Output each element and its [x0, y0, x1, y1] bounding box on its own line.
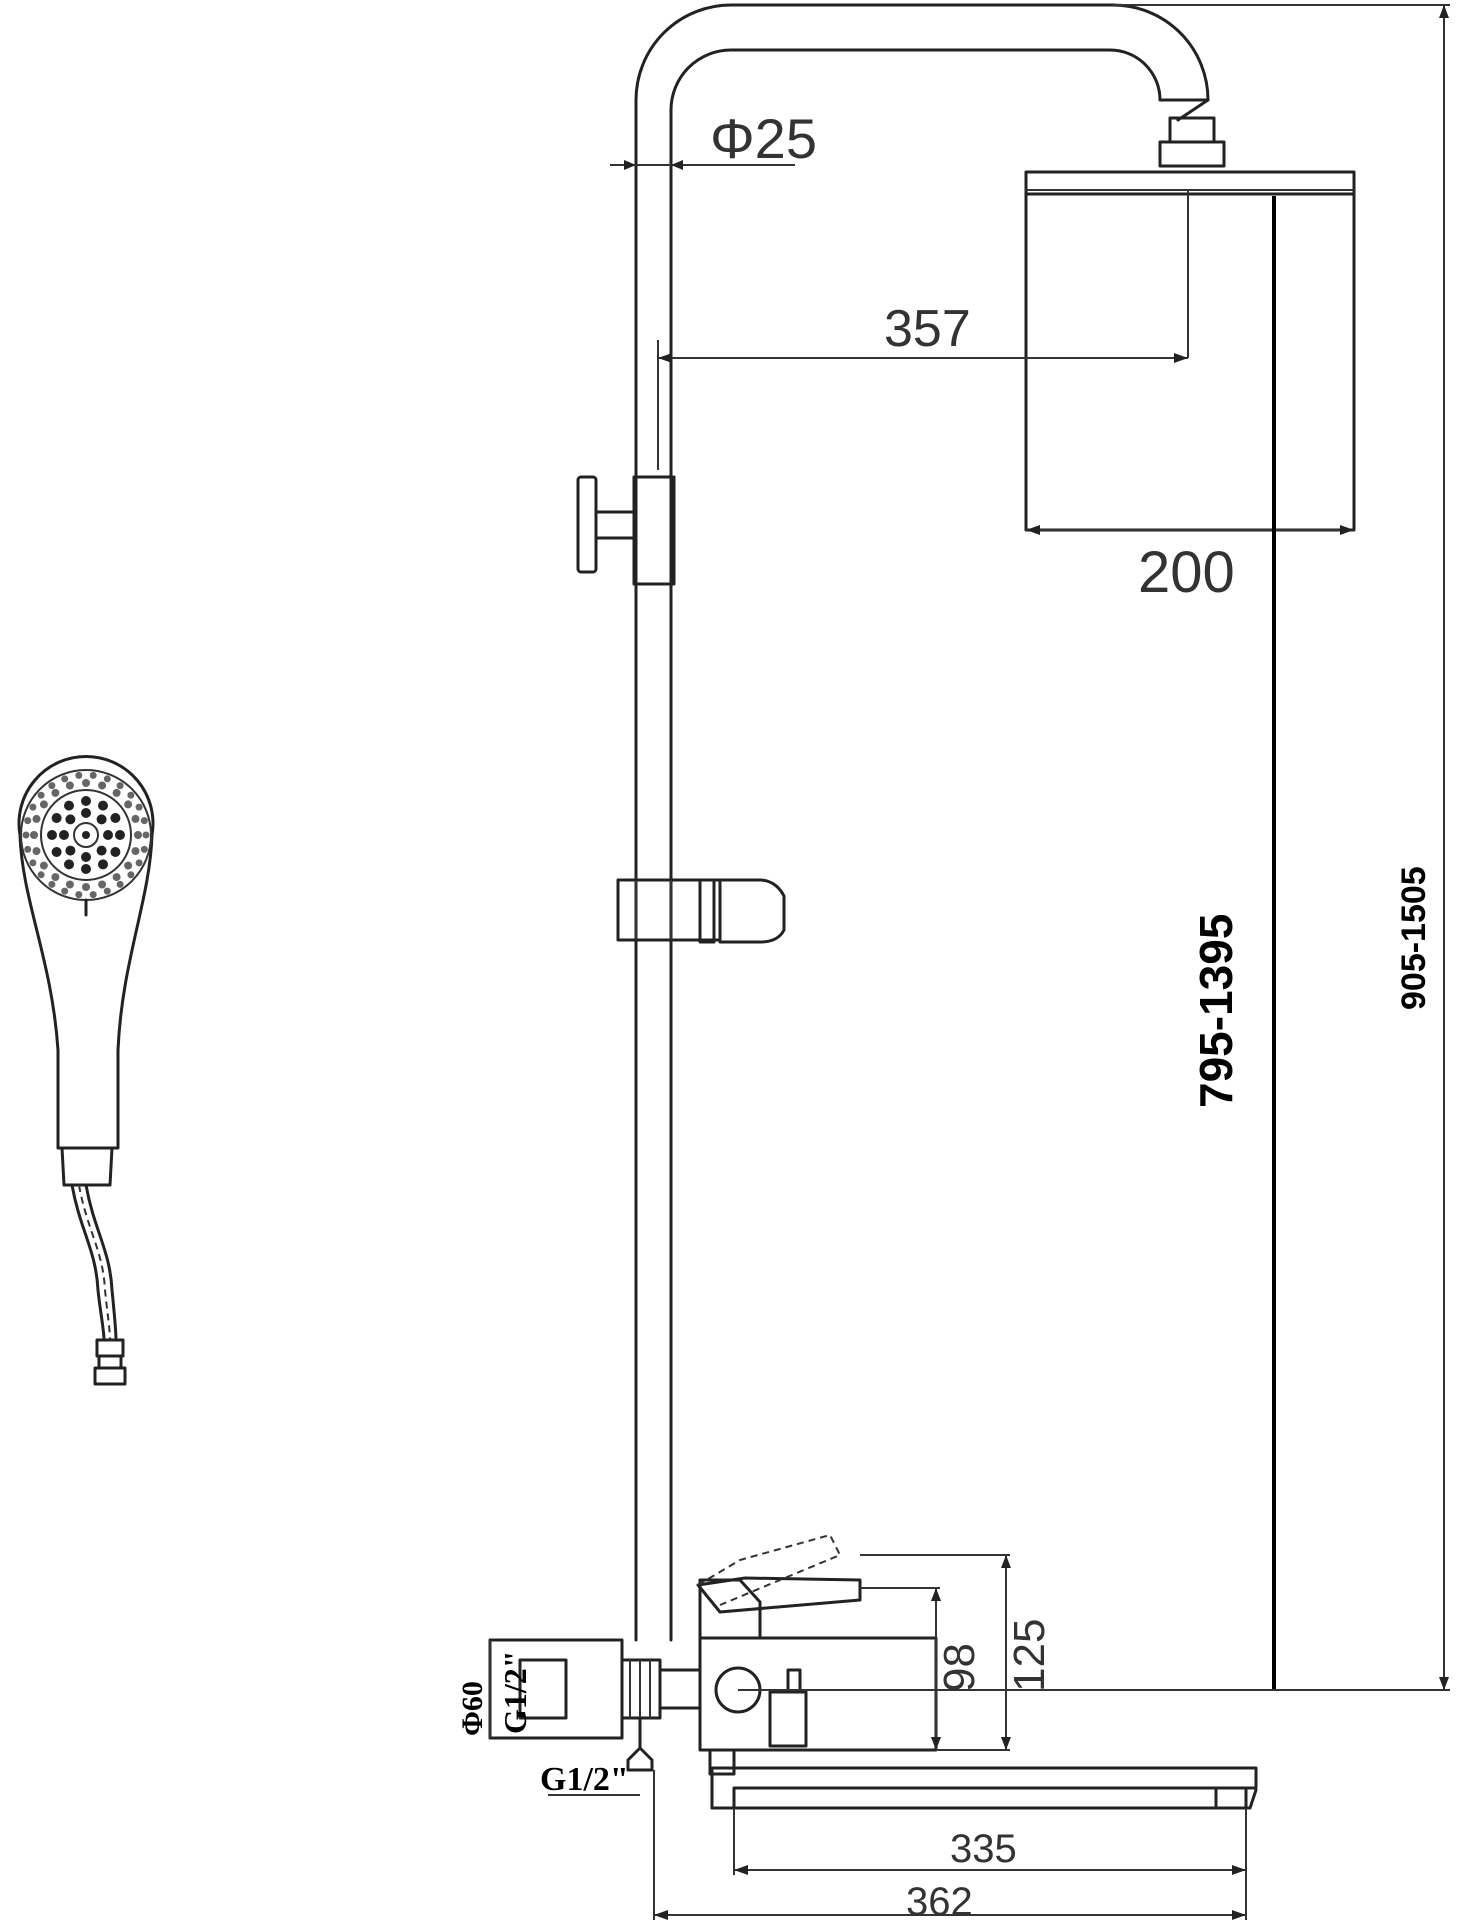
- spout-length-label: 335: [950, 1827, 1017, 1871]
- bottom-thread-label: G1/2": [540, 1761, 629, 1798]
- diverter-knob: [576, 475, 676, 586]
- nozzle-dot: [127, 791, 135, 799]
- nozzle-dot: [124, 861, 133, 870]
- rain-shower-head-icon: [1024, 170, 1356, 532]
- mixer-body-height-label: 98: [935, 1643, 984, 1692]
- mixer-handle-height-label: 125: [1005, 1619, 1054, 1692]
- nozzle-dot: [98, 781, 107, 790]
- nozzle-dot: [61, 887, 69, 895]
- nozzle-dot: [65, 845, 76, 856]
- nozzle-dot: [140, 817, 148, 825]
- nozzle-dot: [131, 814, 140, 823]
- nozzle-dot: [131, 847, 140, 856]
- nozzle-dot: [142, 831, 150, 839]
- dimension-lines: [489, 4, 1450, 1920]
- nozzle-dot: [103, 830, 113, 840]
- shower-arm-connector: [1158, 116, 1226, 168]
- nozzle-dot: [82, 883, 90, 891]
- total-height-label: 905-1505: [1395, 866, 1433, 1010]
- nozzle-dot: [32, 847, 41, 856]
- nozzle-dot: [134, 831, 142, 839]
- nozzle-dot: [115, 830, 125, 840]
- nozzle-dot: [135, 859, 143, 867]
- flange-diameter-label: Φ60: [456, 1681, 489, 1736]
- hand-shower-icon: [17, 755, 155, 1187]
- riser-pipe: [634, 3, 1210, 1642]
- nozzle-dot: [51, 813, 62, 823]
- head-width-label: 200: [1138, 540, 1235, 605]
- nozzle-dot: [51, 873, 60, 882]
- nozzle-dot: [29, 803, 37, 811]
- nozzle-dot: [39, 800, 48, 809]
- nozzle-dot: [51, 788, 60, 797]
- nozzle-dot: [51, 847, 62, 857]
- nozzle-dot: [110, 847, 121, 857]
- nozzle-dot: [30, 831, 38, 839]
- nozzle-dot: [39, 861, 48, 870]
- nozzle-dot: [96, 845, 107, 856]
- nozzle-dot: [32, 814, 41, 823]
- nozzle-dot: [140, 845, 148, 853]
- side-thread-label: G1/2": [497, 1650, 533, 1734]
- nozzle-dot: [65, 781, 74, 790]
- nozzle-dot: [37, 871, 45, 879]
- nozzle-dot: [61, 775, 69, 783]
- nozzle-dot: [81, 852, 91, 862]
- nozzle-dot: [65, 814, 76, 825]
- nozzle-dot: [75, 891, 83, 899]
- nozzle-dot: [59, 830, 69, 840]
- nozzle-dot: [98, 880, 107, 889]
- nozzle-dot: [127, 871, 135, 879]
- mixer-icon: [488, 1533, 938, 1776]
- spout-icon: [710, 1766, 1258, 1810]
- nozzle-dot: [81, 864, 91, 874]
- nozzle-dot: [48, 782, 56, 790]
- nozzle-dot: [124, 800, 133, 809]
- nozzle-dot: [75, 771, 83, 779]
- nozzle-dot: [110, 813, 121, 823]
- nozzle-dot: [98, 800, 108, 811]
- nozzle-dot: [29, 859, 37, 867]
- nozzle-dot: [81, 796, 91, 806]
- nozzle-dot: [64, 859, 74, 870]
- pipe-diameter-label: Φ25: [710, 107, 817, 170]
- nozzle-dot: [98, 859, 108, 870]
- nozzle-dot: [82, 779, 90, 787]
- arm-length-label: 357: [884, 300, 971, 358]
- nozzle-dot: [24, 817, 32, 825]
- nozzle-dot: [103, 775, 111, 783]
- nozzle-dot: [135, 803, 143, 811]
- nozzle-dot: [89, 771, 97, 779]
- nozzle-dot: [65, 880, 74, 889]
- shower-hose-icon: [70, 1183, 127, 1386]
- nozzle-dot: [48, 880, 56, 888]
- nozzle-dot: [112, 788, 121, 797]
- nozzle-dot: [103, 887, 111, 895]
- slide-holder: [616, 878, 786, 944]
- nozzle-dot: [116, 782, 124, 790]
- nozzle-dot: [89, 891, 97, 899]
- nozzle-dot: [96, 814, 107, 825]
- nozzle-dot: [116, 880, 124, 888]
- nozzle-dot: [37, 791, 45, 799]
- nozzle-dot: [81, 808, 91, 818]
- nozzle-dot: [22, 831, 30, 839]
- head-height-label: 795-1395: [1190, 914, 1242, 1108]
- nozzle-dot: [112, 873, 121, 882]
- nozzle-dot: [47, 830, 57, 840]
- nozzle-dot: [64, 800, 74, 811]
- total-reach-label: 362: [906, 1880, 973, 1924]
- nozzle-dot: [24, 845, 32, 853]
